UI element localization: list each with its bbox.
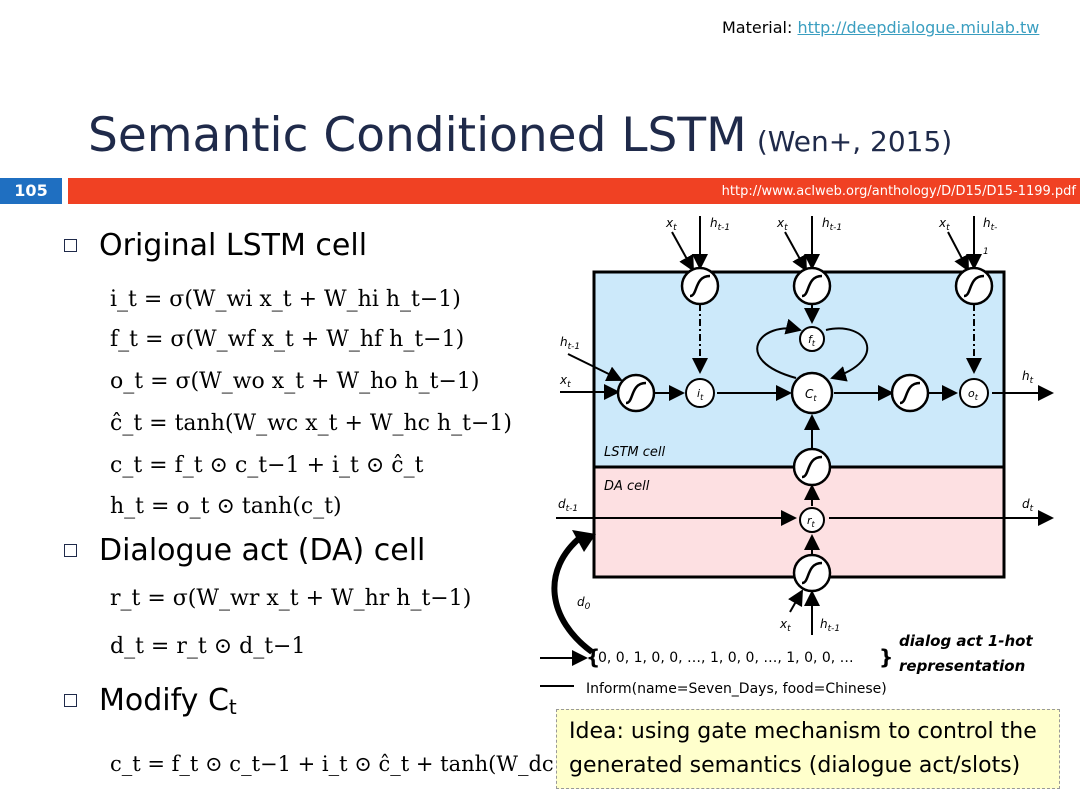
slide-title-citation: (Wen+, 2015) xyxy=(756,125,953,158)
gate-control-lines xyxy=(692,304,982,374)
svg-text:it: it xyxy=(697,387,704,402)
sigmoid-gate-2 xyxy=(792,266,832,306)
node-output: ot xyxy=(959,378,989,408)
equation-da-vector: d_t = r_t ⊙ d_t−1 xyxy=(110,634,306,659)
onehot-label-2: representation xyxy=(899,657,1025,675)
sigmoid-gate-3 xyxy=(954,266,994,306)
idea-line-2: generated semantics (dialogue act/slots) xyxy=(569,753,1021,778)
svg-text:xt: xt xyxy=(776,216,788,233)
svg-text:ht-1: ht-1 xyxy=(820,617,840,634)
lstm-cell-box xyxy=(592,270,1006,469)
inform-text: Inform(name=Seven_Days, food=Chinese) xyxy=(586,681,887,697)
onehot-close-brace: } xyxy=(879,645,893,669)
sigmoid-gate-1 xyxy=(680,266,720,306)
equation-cell-state: c_t = f_t ⊙ c_t−1 + i_t ⊙ ĉ_t xyxy=(110,453,424,478)
top-input-arrows xyxy=(671,216,982,272)
equation-hidden-state: h_t = o_t ⊙ tanh(c_t) xyxy=(110,494,342,519)
svg-text:xt: xt xyxy=(559,373,571,390)
svg-text:dt-1: dt-1 xyxy=(558,497,578,514)
svg-text:xt: xt xyxy=(665,216,677,233)
svg-text:ht-1: ht-1 xyxy=(822,216,842,233)
bullet-text-subscript: t xyxy=(228,694,237,719)
tanh-output xyxy=(890,373,930,413)
accent-bar xyxy=(68,178,1080,204)
bullet-text: Modify C xyxy=(99,683,229,718)
paper-link[interactable]: http://www.aclweb.org/anthology/D/D15/D1… xyxy=(721,184,1076,199)
sigmoid-da-out xyxy=(792,447,832,487)
slide-number: 105 xyxy=(0,178,62,204)
material-source: Material: http://deepdialogue.miulab.tw xyxy=(722,18,1039,37)
bullet-text: Dialogue act (DA) cell xyxy=(99,533,426,568)
equation-output-gate: o_t = σ(W_wo x_t + W_ho h_t−1) xyxy=(110,369,480,394)
equation-input-gate: i_t = σ(W_wi x_t + W_hi h_t−1) xyxy=(110,287,461,312)
d0-feedback-arrow xyxy=(551,533,594,655)
slide-title: Semantic Conditioned LSTM (Wen+, 2015) xyxy=(88,108,952,163)
bullet-square-icon xyxy=(64,544,77,557)
material-link[interactable]: http://deepdialogue.miulab.tw xyxy=(797,18,1040,37)
onehot-open-brace: { xyxy=(586,645,600,669)
lstm-cell-label: LSTM cell xyxy=(604,445,666,460)
node-forget: ft xyxy=(799,326,825,352)
d0-label: d0 xyxy=(577,595,591,612)
equation-reading-gate: r_t = σ(W_wr x_t + W_hr h_t−1) xyxy=(110,586,472,611)
node-cell: Ct xyxy=(790,371,834,415)
onehot-vector: 0, 0, 1, 0, 0, …, 1, 0, 0, …, 1, 0, 0, … xyxy=(598,650,854,666)
onehot-label-1: dialog act 1-hot xyxy=(899,632,1033,650)
da-cell-label: DA cell xyxy=(604,479,650,494)
main-flow-arrows xyxy=(556,318,1054,635)
sc-lstm-diagram: LSTM cell DA cell xyxy=(540,216,1054,697)
equation-candidate-cell: ĉ_t = tanh(W_wc x_t + W_hc h_t−1) xyxy=(110,411,513,436)
svg-text:ht: ht xyxy=(1022,369,1034,386)
svg-text:xt: xt xyxy=(938,216,950,233)
bullet-square-icon xyxy=(64,239,77,252)
equation-forget-gate: f_t = σ(W_wf x_t + W_hf h_t−1) xyxy=(110,327,465,352)
sigmoid-input xyxy=(616,373,656,413)
svg-text:xt: xt xyxy=(779,617,791,634)
node-input: it xyxy=(685,378,715,408)
svg-text:rt: rt xyxy=(807,514,816,529)
sigmoid-reading-gate xyxy=(792,553,832,593)
svg-text:ft: ft xyxy=(808,333,816,348)
node-reading: rt xyxy=(799,507,825,533)
svg-text:ht-1: ht-1 xyxy=(710,216,730,233)
bullet-da-cell: Dialogue act (DA) cell xyxy=(64,533,425,568)
da-cell-box xyxy=(592,465,1006,579)
idea-line-1: Idea: using gate mechanism to control th… xyxy=(569,719,1037,744)
svg-text:ot: ot xyxy=(968,387,979,402)
bullet-original-lstm: Original LSTM cell xyxy=(64,228,367,263)
svg-text:dt: dt xyxy=(1022,497,1034,514)
material-label: Material: xyxy=(722,18,793,37)
inform-bracket xyxy=(540,650,588,687)
svg-text:ht-: ht- xyxy=(983,216,997,233)
bullet-square-icon xyxy=(64,694,77,707)
d0-arrowhead xyxy=(572,530,596,552)
slide-title-main: Semantic Conditioned LSTM xyxy=(88,108,747,163)
svg-text:ht-1: ht-1 xyxy=(560,335,580,352)
equation-modified-cell: c_t = f_t ⊙ c_t−1 + i_t ⊙ ĉ_t + tanh(W_d… xyxy=(110,752,601,776)
bullet-text: Original LSTM cell xyxy=(99,228,368,263)
svg-text:1: 1 xyxy=(983,247,989,257)
idea-callout: Idea: using gate mechanism to control th… xyxy=(556,709,1060,789)
